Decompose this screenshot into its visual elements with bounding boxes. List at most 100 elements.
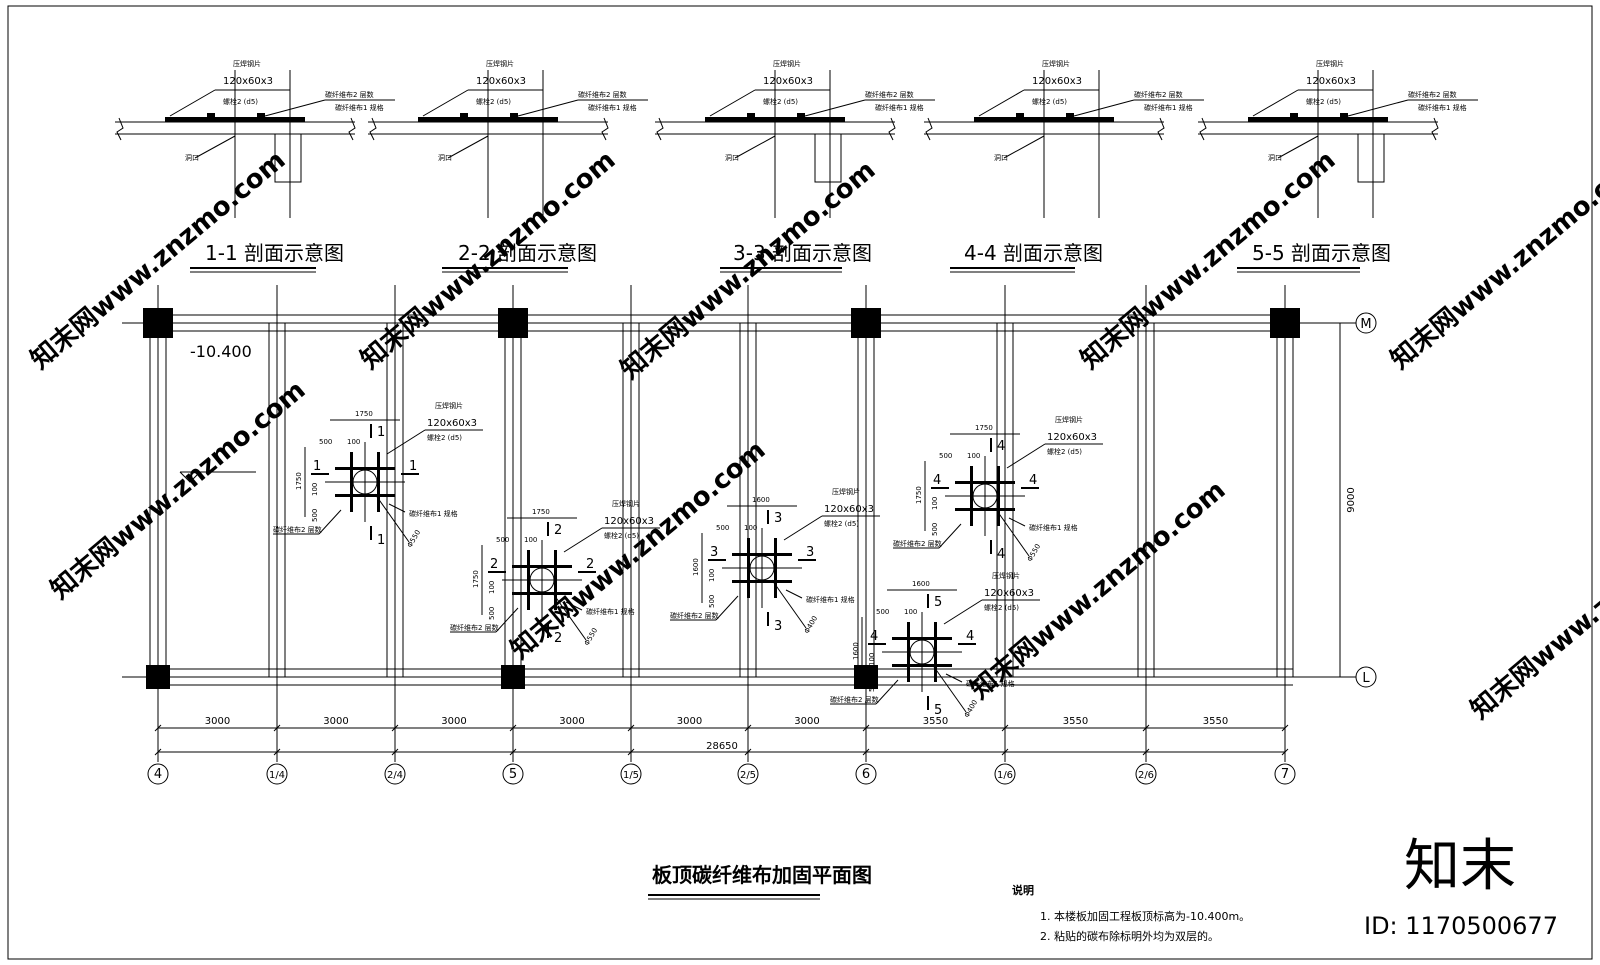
hole-label: 洞口 (725, 153, 739, 162)
cut-mark-label: 4 (997, 439, 1005, 454)
detail-dimension: 100 (931, 497, 939, 510)
detail-dimension: 100 (904, 608, 917, 616)
span-dimension: 3000 (441, 716, 466, 727)
dim-tick (154, 724, 162, 732)
leader (709, 89, 756, 117)
bolt-label: 螺栓2 (d5) (1047, 447, 1082, 456)
dim-tick (273, 724, 281, 732)
axis-bubble-7 (1274, 763, 1296, 785)
axis-bubble-label: L (1362, 671, 1370, 686)
plate-label: 压焊钢片 (612, 499, 640, 508)
bolt-label: 螺栓2 (d5) (427, 433, 462, 442)
bolt-head (207, 113, 215, 118)
axis-bubble-2/6 (1135, 763, 1157, 785)
detail-dimension: 1750 (915, 486, 923, 504)
cut-mark-label: 4 (1029, 473, 1037, 488)
bolt-label: 螺栓2 (d5) (476, 97, 511, 106)
break-mark (888, 117, 896, 141)
detail-dimension: 1750 (975, 424, 993, 432)
cut-mark-label: 3 (774, 511, 782, 526)
detail-dimension: 100 (708, 569, 716, 582)
fiber-tag: 碳纤维布1 规格 (1144, 103, 1193, 112)
column (498, 308, 528, 338)
span-dimension: 3000 (794, 716, 819, 727)
cut-mark-label: 4 (870, 629, 878, 644)
leader (994, 507, 1030, 557)
break-mark (348, 117, 356, 141)
plate-size: 120x60x3 (824, 504, 874, 515)
brand-logo: 知末 (1404, 834, 1516, 899)
break-mark (1431, 117, 1439, 141)
detail-dimension: 100 (347, 438, 360, 446)
plate-label: 压焊钢片 (1042, 59, 1070, 68)
detail-dimension: 500 (319, 438, 332, 446)
leader (1252, 89, 1299, 117)
plate-size: 120x60x3 (1047, 432, 1097, 443)
break-mark (369, 117, 377, 141)
section-title: 1-1 剖面示意图 (205, 241, 344, 265)
axis-bubble-label: 7 (1281, 767, 1289, 782)
plate-size: 120x60x3 (1306, 76, 1356, 87)
break-mark (1157, 117, 1165, 141)
plate-size: 120x60x3 (1032, 76, 1082, 87)
bolt-head (257, 113, 265, 118)
bolt-head (1016, 113, 1024, 118)
cut-mark-label: 1 (377, 425, 385, 440)
leader (1006, 443, 1046, 469)
detail-dimension: 1750 (472, 570, 480, 588)
fiber-tag: 碳纤维布2 层数 (865, 90, 914, 99)
leader (1003, 135, 1045, 159)
bolt-label: 螺栓2 (d5) (1306, 97, 1341, 106)
leader (938, 523, 962, 549)
detail-dimension: 100 (311, 483, 319, 496)
column (143, 308, 173, 338)
plate-label: 压焊钢片 (832, 487, 860, 496)
axis-bubble-label: 2/4 (387, 770, 403, 781)
leader (1277, 135, 1319, 159)
dim-tick (1281, 724, 1289, 732)
cut-mark-label: 4 (966, 629, 974, 644)
bolt-head (1340, 113, 1348, 118)
dim-tick (1001, 724, 1009, 732)
dim-tick (1281, 748, 1289, 756)
hole-label: 洞口 (1268, 153, 1282, 162)
detail-dimension: 1750 (532, 508, 550, 516)
axis-bubble-2/4 (384, 763, 406, 785)
detail-dimension: 100 (967, 452, 980, 460)
plate-size: 120x60x3 (763, 76, 813, 87)
dim-tick (627, 748, 635, 756)
dim-tick (1142, 724, 1150, 732)
plate-label: 压焊钢片 (486, 59, 514, 68)
fiber-tag: 碳纤维布1 规格 (966, 679, 1015, 688)
leader (875, 679, 899, 705)
axis-bubble-5 (502, 763, 524, 785)
axis-bubble-label: 1/4 (269, 770, 285, 781)
plate-size: 120x60x3 (984, 588, 1034, 599)
fiber-tag: 碳纤维布1 规格 (409, 509, 458, 518)
leader (374, 493, 410, 543)
detail-dimension: 1750 (355, 410, 373, 418)
detail-dimension: 500 (496, 536, 509, 544)
cut-mark-label: 3 (710, 545, 718, 560)
break-mark (116, 117, 124, 141)
detail-dimension: 500 (708, 595, 716, 608)
cut-mark-label: 1 (409, 459, 417, 474)
detail-dimension: 1600 (912, 580, 930, 588)
dim-tick (391, 724, 399, 732)
break-mark (656, 117, 664, 141)
detail-dimension: 500 (939, 452, 952, 460)
leader (264, 99, 326, 117)
dim-tick (744, 724, 752, 732)
detail-dimension: 1600 (692, 558, 700, 576)
leader (495, 607, 519, 633)
cut-mark-label: 5 (934, 595, 942, 610)
height-dimension: 9000 (1346, 487, 1357, 512)
fiber-tag: 碳纤维布1 规格 (1029, 523, 1078, 532)
detail-dimension: 500 (311, 509, 319, 522)
detail-dimension: 500 (931, 523, 939, 536)
section-title: 3-3 剖面示意图 (733, 241, 872, 265)
axis-bubble-label: 4 (154, 767, 162, 782)
leader (388, 503, 406, 513)
